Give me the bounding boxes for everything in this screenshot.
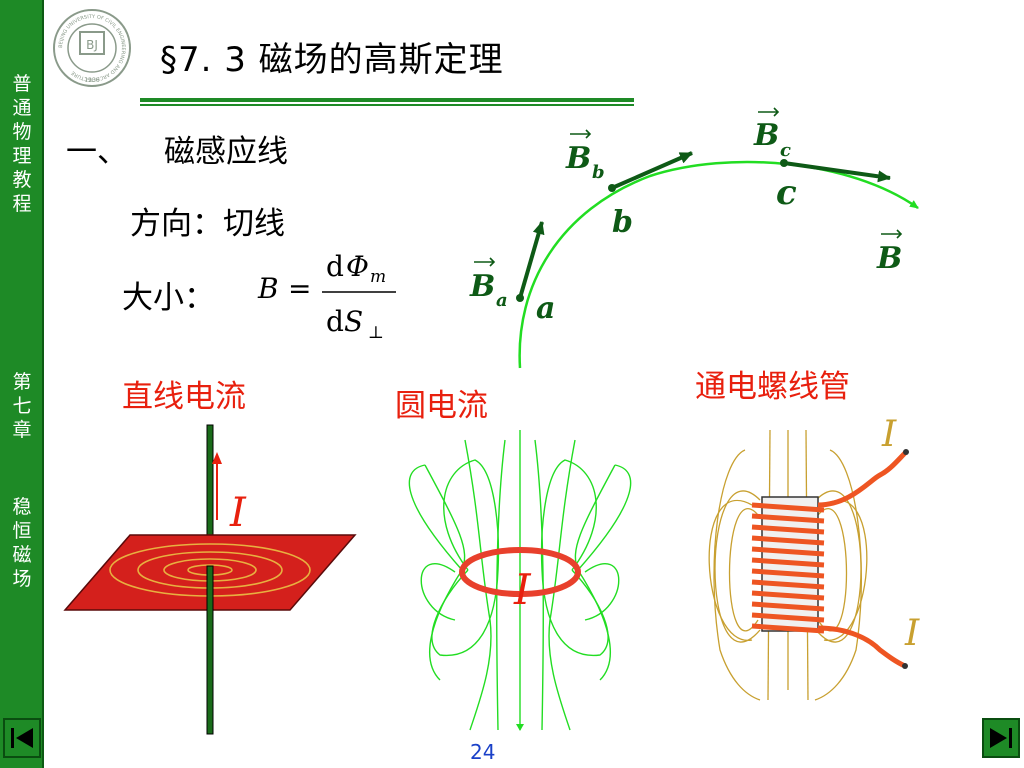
vector-label-bc: B: [753, 118, 779, 153]
sidebar-char: 普: [12, 73, 32, 95]
direction-label: 方向：切线: [130, 206, 285, 242]
vector-label-b: B: [876, 241, 902, 276]
vector-bc: [783, 161, 891, 183]
sidebar-char: 场: [12, 568, 32, 590]
vector-label-ba: B: [469, 269, 495, 304]
straight-current-label: 直线电流: [122, 379, 246, 415]
sidebar-char: 第: [12, 371, 32, 393]
current-symbol-straight: I: [229, 490, 247, 536]
point-label-b: b: [612, 205, 633, 240]
sidebar-course-title: 普通物理教程: [0, 72, 44, 216]
point-b: [608, 184, 616, 192]
title-underline-thin: [140, 104, 634, 106]
sidebar-char: 章: [12, 419, 32, 441]
sidebar-topic: 稳恒磁场: [0, 495, 44, 591]
svg-text:a: a: [496, 290, 508, 311]
slide-title: §7. 3 磁场的高斯定理: [160, 40, 504, 80]
svg-text:1936: 1936: [84, 77, 99, 84]
sidebar-char: 七: [12, 395, 32, 417]
sidebar-char: 磁: [12, 544, 32, 566]
sidebar-char: 程: [12, 193, 32, 215]
next-slide-icon: [990, 728, 1012, 748]
point-c: [780, 159, 788, 167]
vector-bb: [611, 151, 693, 190]
prev-slide-button[interactable]: [3, 718, 41, 758]
current-symbol-solenoid-top: I: [881, 414, 897, 455]
svg-text:c: c: [780, 140, 791, 161]
section-title: 磁感应线: [164, 134, 288, 170]
vector-ba: [518, 221, 545, 299]
magnitude-label: 大小：: [122, 280, 215, 316]
sidebar-char: 教: [12, 169, 32, 191]
point-label-a: a: [536, 291, 555, 326]
section-number: 一、: [66, 134, 128, 170]
page-number: 24: [470, 740, 496, 764]
sidebar-char: 理: [12, 145, 32, 167]
sidebar-char: 恒: [12, 520, 32, 542]
prev-slide-icon: [11, 728, 33, 748]
point-label-c: c: [776, 173, 797, 213]
sidebar-char: 稳: [12, 496, 32, 518]
circular-current-label: 圆电流: [395, 388, 488, 424]
sidebar: 普通物理教程 第七章 稳恒磁场: [0, 0, 44, 768]
current-symbol-circle: I: [513, 565, 532, 614]
point-a: [516, 294, 524, 302]
sidebar-char: 通: [12, 97, 32, 119]
svg-text:b: b: [592, 162, 605, 183]
field-line: [518, 160, 919, 369]
title-underline: [140, 98, 634, 102]
solenoid-label: 通电螺线管: [695, 369, 850, 405]
sidebar-chapter: 第七章: [0, 370, 44, 442]
vector-label-bb: B: [565, 141, 591, 176]
university-logo: BEIJING UNIVERSITY OF CIVIL ENGINEERING …: [53, 9, 131, 87]
svg-text:BJ: BJ: [86, 38, 98, 52]
next-slide-button[interactable]: [982, 718, 1020, 758]
sidebar-char: 物: [12, 121, 32, 143]
current-symbol-solenoid-bottom: I: [904, 613, 920, 654]
